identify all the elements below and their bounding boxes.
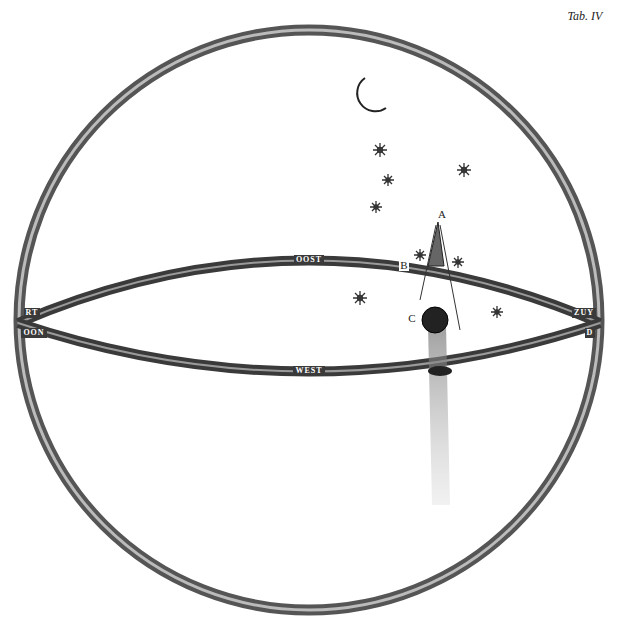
horizon-direction: ZUY [572,308,596,318]
shadow-beam [428,325,450,505]
horizon-direction: D [585,328,596,338]
point-letter: B [399,260,408,271]
guide-line [420,225,436,300]
horizon-direction: OON [21,328,46,338]
plate-number: Tab. IV [568,10,603,22]
point-letter: C [407,313,416,324]
cone [428,222,444,266]
dark-disc [428,366,452,376]
moon-crescent [357,78,386,111]
horizon-direction: WEST [293,366,324,376]
ring-hatching [19,30,599,610]
dark-globe [422,307,448,333]
band-hatching [18,261,600,324]
point-letter: A [437,209,447,220]
band-hatching [18,323,600,372]
horizon-band-lower [18,323,600,372]
meridian-ring [19,30,599,610]
stars [353,143,503,318]
horizon-direction: OOST [294,255,324,265]
horizon-direction: RT [24,308,41,318]
horizon-band-upper [18,261,600,324]
